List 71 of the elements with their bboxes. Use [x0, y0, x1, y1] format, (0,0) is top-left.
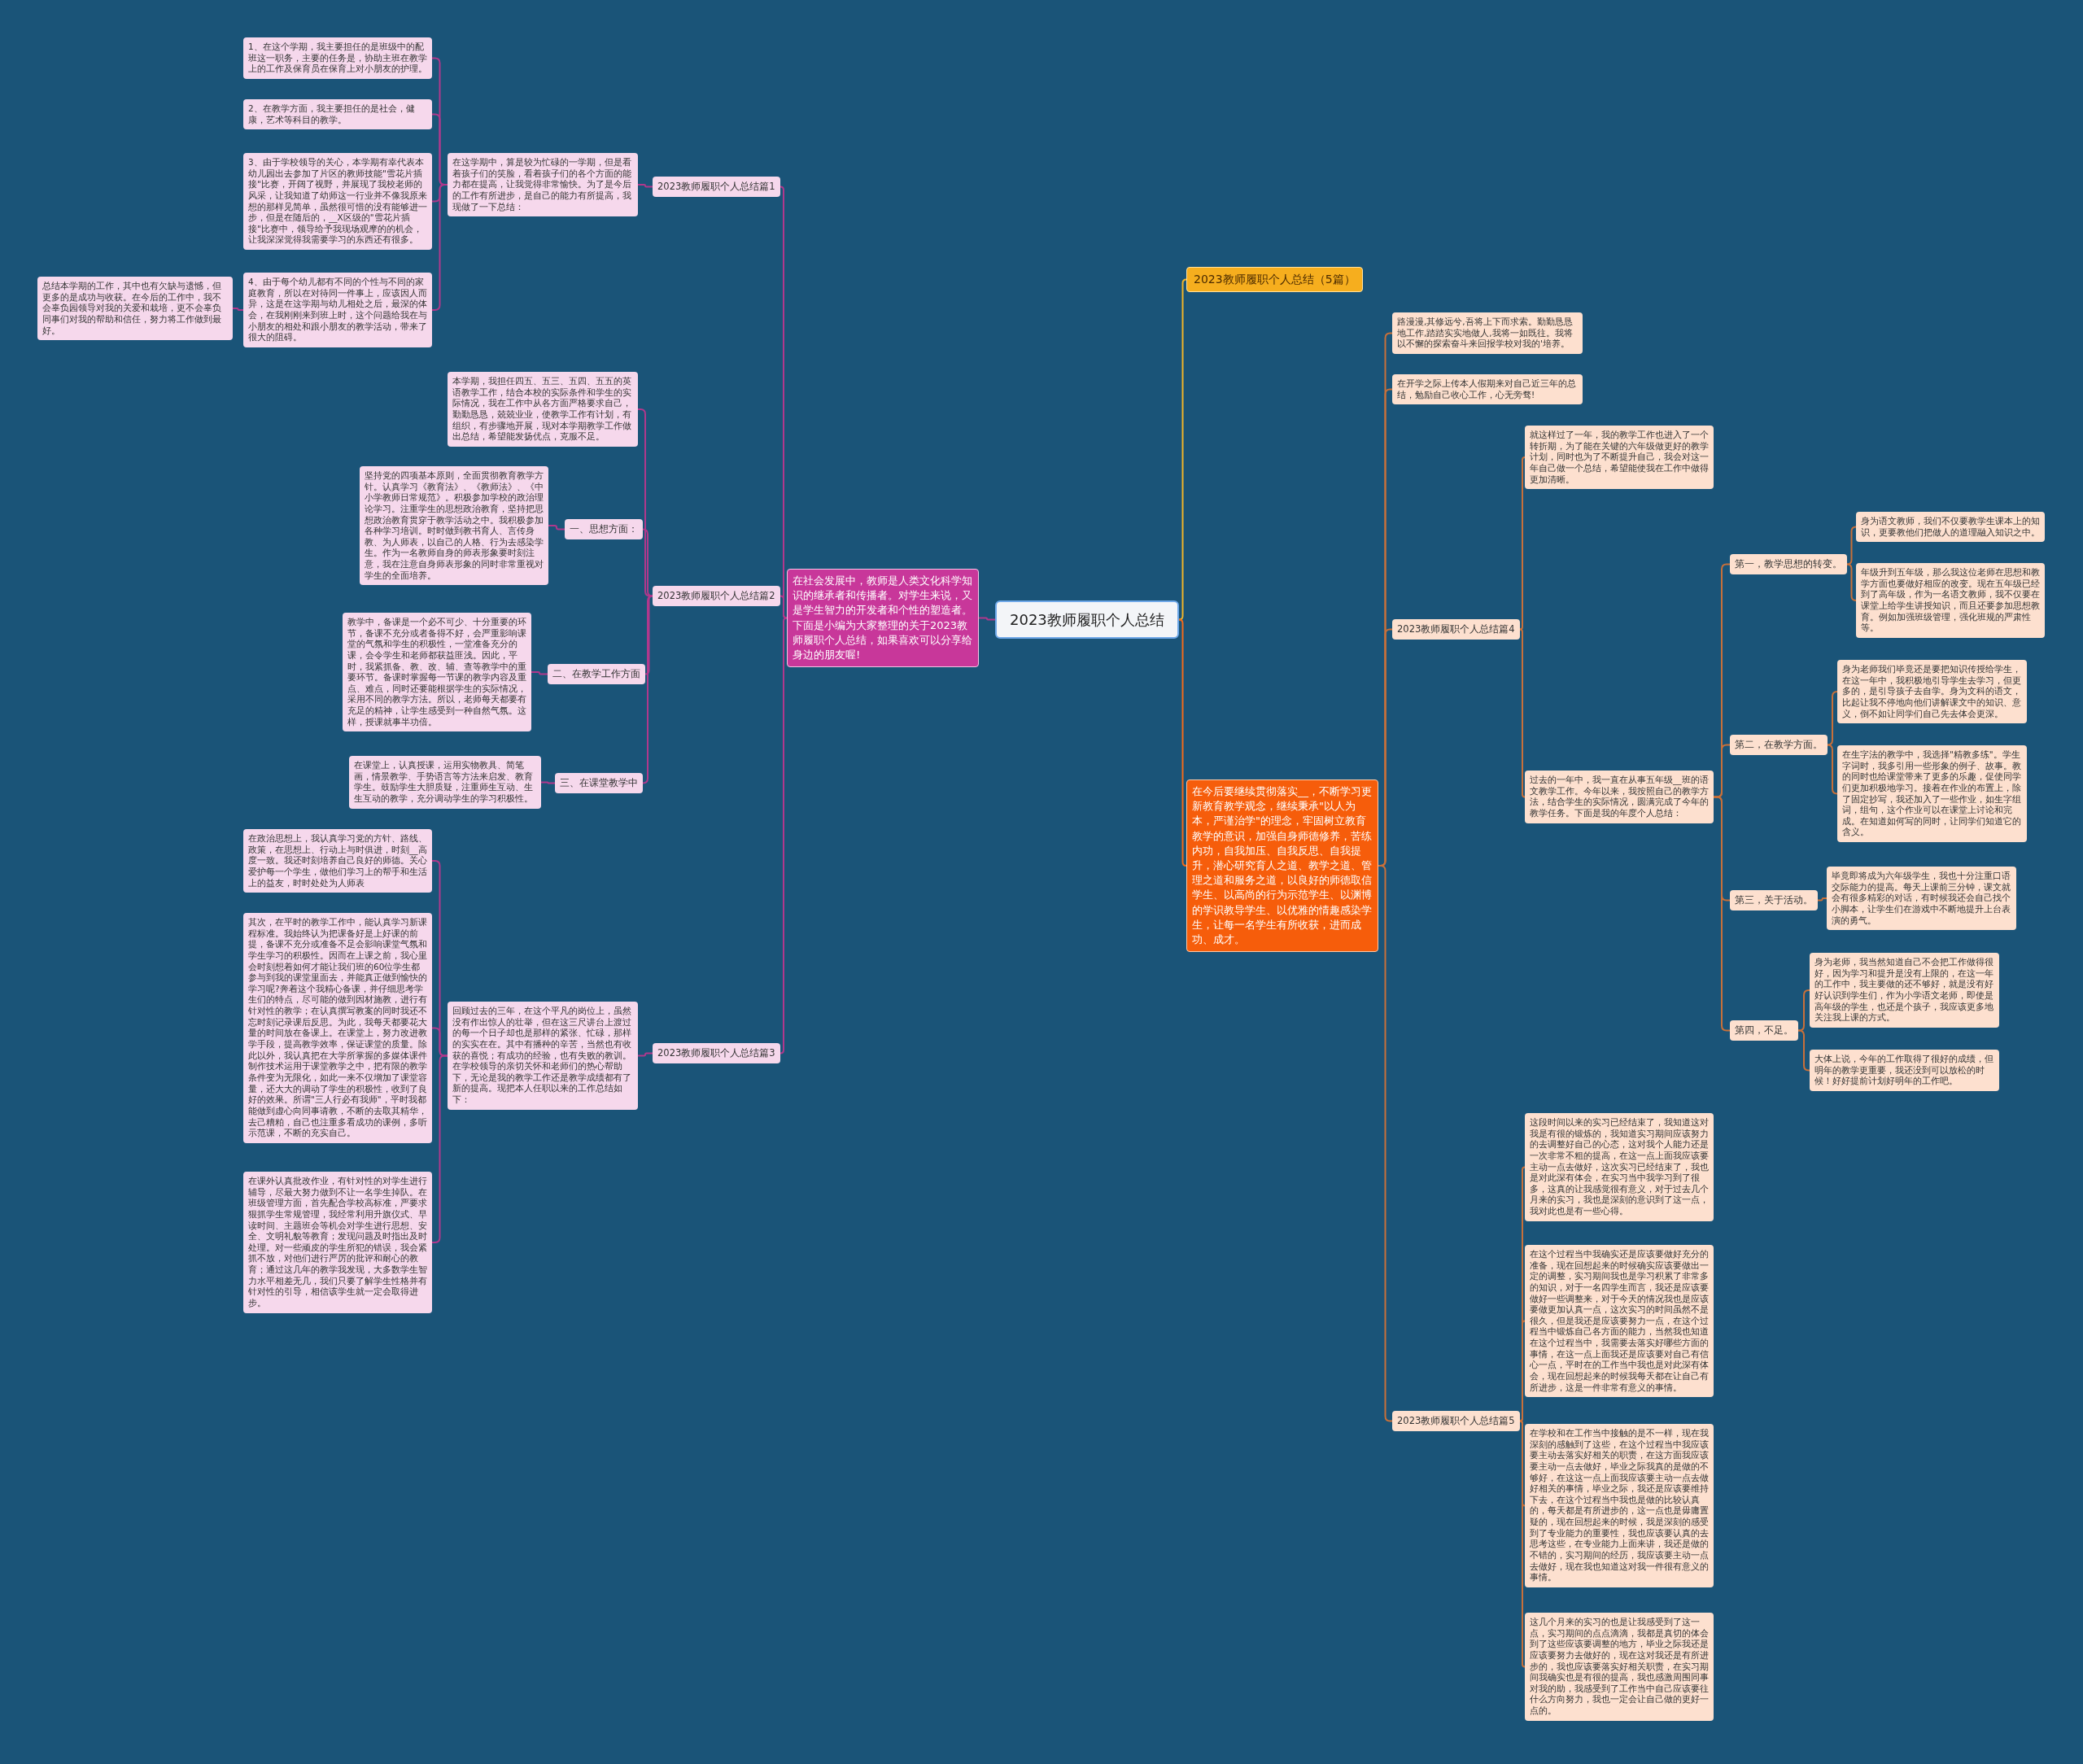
note-box: 大体上说，今年的工作取得了很好的成绩，但明年的教学更重要，我还没到可以放松的时候！好好提前计划好明年的工作吧。	[1810, 1050, 1999, 1091]
subtopic-box: 第三，关于活动。	[1730, 890, 1818, 911]
connector-line	[1519, 456, 1526, 631]
note-box: 1、在这个学期，我主要担任的是班级中的配班这一职务，主要的任务是，协助主班在教学上的工作及保育员在保育上对小朋友的护理。	[243, 37, 432, 79]
subtopic-box: 2023教师履职个人总结篇3	[653, 1043, 780, 1064]
topic-box: 2023教师履职个人总结（5篇）	[1186, 267, 1363, 292]
note-box: 教学中，备课是一个必不可少、十分重要的环节，备课不充分或者备得不好，会严重影响课堂的气氛和学生的积极性，一堂准备充分的课，会令学生和老师都获益匪浅。因此，平时，我紧抓备、教、改、辅、查等教学中的重要环节。备课时掌握每一节课的教学内容及重点、难点，同时还要能根据学生的实际情况，采用不同的教学方法。所以，老师每天都要有充足的精神，让学生感受到一种自然气氛。这样，授课就事半功倍。	[343, 613, 531, 732]
connector-line	[1827, 691, 1838, 746]
connector-line	[779, 617, 788, 1054]
central-topic: 2023教师履职个人总结	[995, 600, 1179, 639]
note-box: 毕竟即将成为六年级学生，我也十分注重口语交际能力的提高。每天上课前三分钟，课文就会有很多精彩的对话，有时候我还会自己找个小脚本，让学生们在游戏中不断地提升上台表演的勇气。	[1827, 867, 2016, 931]
note-box: 回顾过去的三年，在这个平凡的岗位上，虽然没有作出惊人的壮举，但在这三尺讲台上渡过的每一个日子却也是那样的紧张、忙碌，那样的实实在在。其中有播种的辛苦，当然也有收获的喜悦；有成功的经验，也有失败的教训。在学校领导的亲切关怀和老师们的热心帮助下，无论是我的教学工作还是教学成绩都有了新的提高。现把本人任职以来的工作总结如下：	[448, 1002, 638, 1110]
note-box: 总结本学期的工作，其中也有欠缺与遗憾，但更多的是成功与收获。在今后的工作中，我不会辜负园领导对我的关爱和栽培，更不会辜负同事们对我的帮助和信任，努力将工作做到最好。	[37, 277, 233, 341]
connector-line	[978, 617, 996, 621]
note-box: 这几个月来的实习的也是让我感受到了这一点，实习期间的点点滴滴，我都是真切的体会到了这些应该要调整的地方，毕业之际我还是应该要努力去做好的，现在这对我还是有所进步的，我也应该要落实好相关职责，在实习期间我确实也是有很的提高，我也感激周围同事对我的助，我感受到了工作当中自己应该要往什么方向努力，我也一定会让自己做的更好一点的。	[1525, 1613, 1714, 1721]
note-box: 本学期，我担任四五、五三、五四、五五的英语教学工作，结合本校的实际条件和学生的实际情况，我在工作中从各方面严格要求自己，勤勤恳恳，兢兢业业，使教学工作有计划，有组织，有步骤地开展，现对本学期教学工作做出总结，希望能发扬优点，克服不足。	[448, 372, 638, 447]
note-box: 在这个过程当中我确实还是应该要做好充分的准备，现在回想起来的时候确实应该要做出一定的调整，实习期间我也是学习积累了非常多的知识，对于一名四学生而言，我还是应该要做好一些调整来，对于今天的情况我也是应该要做更加认真一点，这次实习的时间虽然不是很久，但是我还是应该要努力一点，在这个过程当中锻炼自己各方面的能力，当然我也知道在这个过程当中，我需要去落实好哪些方面的事情，在这一点上面我还是应该要对自己有信心一点，平时在的工作当中我也是对此深有体会，现在回想起来的时候我每天都在让自己有所进步，这是一件非常有意义的事情。	[1525, 1245, 1714, 1398]
note-box: 在生字法的教学中，我选择"精教多练"。学生字词时，我多引用一些形象的例子、故事。教的同时也给课堂带来了更多的乐趣，促使同学们更加积极地学习。接着在作业的布置上，除了固定抄写，我还加入了一些作业，如生字组词，组句，这个作业可以在课堂上讨论和完成。在知道如何写的同时，让同学们知道它的含义。	[1837, 745, 2027, 843]
subtopic-box: 第四，不足。	[1730, 1020, 1798, 1041]
note-box: 其次，在平时的教学工作中，能认真学习新课程标准。我始终认为把课备好是上好课的前提，备课不充分或准备不足会影响课堂气氛和学生学习的积极性。因而在上课之前，我心里会时刻想着如何才能让我们班的60位学生都参与到我的课堂里面去，并能真正做到愉快的学习呢?奔着这个我精心备课，并仔细思考学生们的特点，尽可能的做到因材施教，进行有针对性的教学；在认真撰写教案的同时我还不忘时刻记录课后反思。为此，我每天都要花大量的时间放在备课上。在课堂上，努力改进教学手段，提高教学效率，保证课堂的质量。除此以外，我认真把在大学所掌握的多媒体课件制作技术运用于课堂教学之中，把有限的教学条件变为无限化，如此一来不仅增加了课堂容量，还大大的调动了学生的积极性，收到了良好的效果。所谓"三人行必有我师"，平时我都能做到虚心向同事请教，不断的去取其精华，去己糟粕，自己也注重多看成功的课例，多听示范课，不断的充实自己。	[243, 913, 432, 1143]
subtopic-box: 第一，教学思想的转变。	[1730, 554, 1847, 575]
subtopic-box: 二、在教学工作方面	[548, 664, 645, 685]
note-box: 在开学之际上传本人假期来对自己近三年的总结，勉励自己收心工作，心无旁骛!	[1392, 374, 1583, 405]
note-box: 路漫漫,其修远兮,吾将上下而求索。勤勤恳恳地工作,踏踏实实地做人,我将一如既往。我将以不懈的探索奋斗来回报学校对我的'培养。	[1392, 312, 1583, 354]
note-box: 在课外认真批改作业，有针对性的对学生进行辅导，尽最大努力做到不让一名学生掉队。在班级管理方面，首先配合学校高标准，严要求狠抓学生常规管理，我经常利用升旗仪式、早读时间、主题班会等机会对学生进行思想、安全、文明礼貌等教育；发现问题及时指出及时处理。对一些顽皮的学生所犯的错误，我会紧抓不放，对他们进行严厉的批评和耐心的教育；通过这几年的教学我发现，大多数学生智力水平相差无几，我们只要了解学生性格并有针对性的引导，相信该学生就一定会取得进步。	[243, 1172, 432, 1313]
note-box: 身为老师，我当然知道自己不会把工作做得很好，因为学习和提升是没有上限的，在这一年的工作中，我主要做的还不够好，就是没有好好认识到学生们，作为小学语文老师，即使是高年级的学生，也还是个孩子，我应该更多地关注我上课的方式。	[1810, 953, 1999, 1028]
connector-line	[1519, 628, 1526, 798]
note-box: 就这样过了一年，我的教学工作也进入了一个转折期，为了能在关键的六年级做更好的教学计划，同时也为了不断提升自己，我会对这一年自己做一个总结，希望能使我在工作中做得更加清晰。	[1525, 426, 1714, 490]
connector-line	[531, 671, 548, 675]
connector-line	[1797, 1029, 1810, 1072]
note-box: 在这学期中，算是较为忙碌的一学期，但是看着孩子们的笑脸，看着孩子们的各个方面的能力都在提高，让我觉得非常愉快。为了是今后的工作有所进步，是自己的能力有所提高，我现做了一下总结：	[448, 153, 638, 217]
connector-line	[1846, 563, 1857, 601]
note-box: 这段时间以来的实习已经结束了，我知道这对我是有很的锻炼的，我知道实习期间应该努力的去调整好自己的心态，这对我个人能力还是一次非常不粗的提高，在这一点上面我应该要主动一点去做好，这次实习已经结束了，我也是对此深有体会，在实习当中我学习到了很多，这真的让我感觉很有意义，对于过去几个月来的实习，我也是深刻的意识到了这一点，我对此也是有一些心得。	[1525, 1113, 1714, 1221]
subtopic-box: 2023教师履职个人总结篇1	[653, 177, 780, 198]
note-box: 身为老师我们毕竟还是要把知识传授给学生，在这一年中，我积极地引导学生去学习，但更多的，是引导孩子去自学。身为文科的语文，比起让我不停地向他们讲解课文中的知识、意义，倒不如让同学们自己先去体会更深。	[1837, 660, 2027, 724]
note-box: 过去的一年中，我一直在从事五年级__班的语文教学工作。今年以来，我按照自己的教学方法，结合学生的实际情况，圆满完成了今年的教学任务。下面是我的年度个人总结：	[1525, 771, 1714, 823]
subtopic-box: 第二，在教学方面。	[1730, 735, 1828, 756]
subtopic-box: 三、在课堂教学中	[555, 773, 643, 794]
connector-line	[1797, 989, 1810, 1032]
connector-line	[540, 781, 556, 784]
note-box: 在课堂上，认真授课，运用实物教具、简笔画，情景教学、手势语言等方法来启发、教育学生。鼓励学生大胆质疑，注重师生互动、生生互动的教学，充分调动学生的学习积极性。	[349, 756, 541, 809]
subtopic-box: 一、思想方面：	[565, 519, 643, 540]
subtopic-box: 2023教师履职个人总结篇4	[1392, 619, 1520, 640]
connector-line	[1713, 796, 1731, 1032]
connector-line	[1178, 618, 1187, 867]
note-box: 2、在教学方面，我主要担任的是社会，健康，艺术等科目的教学。	[243, 99, 432, 130]
note-box: 身为语文教师，我们不仅要教学生课本上的知识，更要教他们把做人的道理融入知识之中。	[1856, 512, 2045, 543]
note-box: 在政治思想上，我认真学习党的方针、路线、政策，在思想上、行动上与时俱进，时刻__高度一致。我还时刻培养自己良好的师德。关心爱护每一个学生，做他们学习上的帮手和生活上的益友，时时处处为人师表	[243, 829, 432, 893]
connector-line	[779, 595, 788, 619]
connector-line	[1846, 526, 1857, 565]
note-box: 3、由于学校领导的关心，本学期有幸代表本幼儿园出去参加了片区的教师技能"雪花片插接"比赛，开阔了视野，并展现了我校老师的风采，让我知道了幼师这一行业并不像我原来想的那样见简单，虽然很可惜的没有能够进一步，但是在随后的，__X区级的"雪花片插接"比赛中，领导给予我现场观摩的的机会，让我深深觉得我需要学习的东西还有很多。	[243, 153, 432, 251]
note-box: 坚持党的四项基本原则，全面贯彻教育教学方针。认真学习《教育法》、《教师法》、《中小学教师日常规范》。积极参加学校的政治理论学习。注重学生的思想政治教育，坚持把思想政治教育贯穿于教学活动之中。我积极参加各种学习培训。时时做到教书育人、言传身教、为人师表，以自己的人格、行为去感染学生。作为一名教师自身的师表形象要时刻注意，我在注意自身师表形象的同时非常重视对学生的全面培养。	[360, 466, 548, 586]
connector-line	[1178, 278, 1187, 621]
topic-box: 在今后要继续贯彻落实__，不断学习更新教育教学观念，继续秉承"以人为本，严谨治学"的理念，牢固树立教育教学的意识，加强自身师德修养，苦练内功，自我加压、自我反思、自我提升，潜心研究育人之道、教学之道、管理之道和服务之道，以良好的师德取信学生、以高尚的行为示范学生、以渊博的学识教导学生、以优雅的情趣感染学生，让每一名学生有所收获，进而成功、成才。	[1186, 779, 1378, 953]
note-box: 4、由于每个幼儿都有不同的个性与不同的家庭教育，所以在对待同一件事上，应该因人而异，这是在这学期与幼儿相处之后，最深的体会，在我刚刚来到班上时，这个问题给我在与小朋友的相处和跟小朋友的教学活动，带来了很大的阻碍。	[243, 273, 432, 347]
connector-line	[642, 595, 653, 784]
subtopic-box: 2023教师履职个人总结篇2	[653, 586, 780, 607]
connector-line	[431, 1054, 448, 1243]
connector-line	[1519, 1420, 1526, 1668]
connector-line	[548, 525, 566, 531]
connector-line	[642, 528, 653, 597]
topic-box: 在社会发展中，教师是人类文化科学知识的继承者和传播者。对学生来说，又是学生智力的开发者和个性的塑造者。下面是小编为大家整理的关于2023教师履职个人总结，如果喜欢可以分享给身边的朋友喔!	[787, 569, 979, 668]
connector-line	[637, 184, 653, 188]
connector-line	[637, 1052, 653, 1057]
connector-line	[1519, 1320, 1526, 1422]
connector-line	[232, 308, 244, 311]
note-box: 在学校和在工作当中接触的是不一样，现在我深刻的感触到了这些，在这个过程当中我应该要主动去落实好相关的职责，在这方面我应该要主动一点去做好，毕业之际我真的是做的不够好，在这这一点上面我应该要主动一点去做好相关的事情，毕业之际，我还是应该要维持下去，在这个过程当中我也是做的比较认真的，每天都是有所进步的，这一点也是毋庸置疑的，现在回想起来的时候，我是深刻的感受到了专业能力的重要性，我也应该要认真的去思考这些，在专业能力上面来讲，我还是做的不错的，实习期间的经历，我应该要主动一点去做好，现在我也知道这对我一件很有意义的事情。	[1525, 1424, 1714, 1587]
connector-line	[1817, 897, 1828, 902]
connector-line	[1827, 744, 1838, 795]
note-box: 年级升到五年级，那么我这位老师在思想和教学方面也要做好相应的改变。现在五年级已经到了高年级，作为一名语文教师，我不仅要在课堂上给学生讲授知识，而且还要参加思想教育。例如加强班级管理，强化班规的严肃性等。	[1856, 563, 2045, 638]
subtopic-box: 2023教师履职个人总结篇5	[1392, 1411, 1520, 1432]
